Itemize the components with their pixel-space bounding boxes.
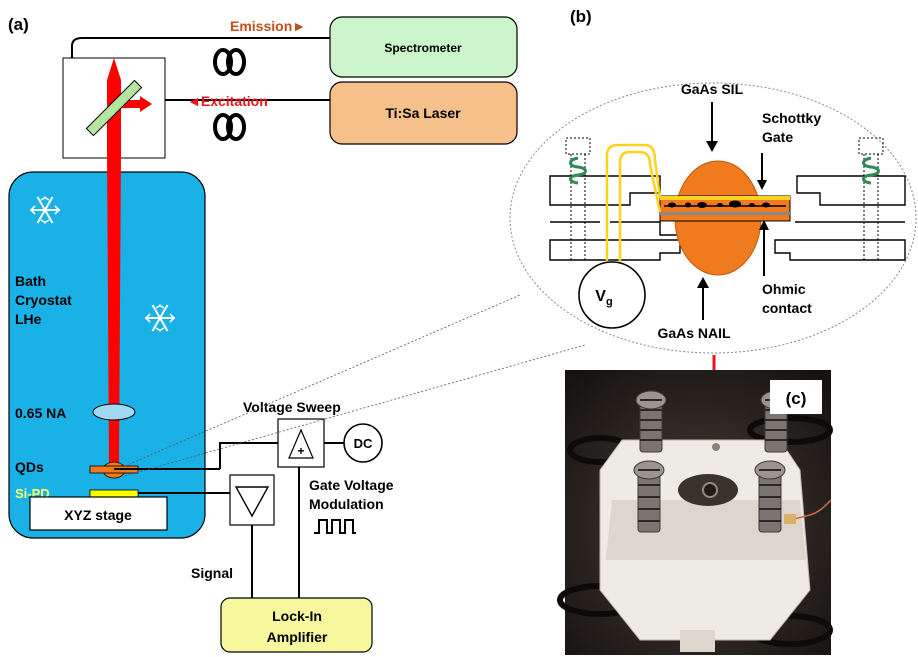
gate-modulation-label-1: Gate Voltage [309,477,394,493]
vg-label: Vg [595,288,612,308]
emission-fiber [71,37,330,60]
laser-label: Ti:Sa Laser [385,105,461,121]
excitation-label: ◄Excitation [187,93,268,109]
preamp-box [229,474,275,526]
gate-modulation-label-2: Modulation [309,496,384,512]
panel-c-label-box [770,380,822,414]
ohmic-contact-label-1: Ohmic [762,281,806,297]
ohmic-layer [660,212,790,215]
nail-arrowhead [697,277,709,288]
gaas-sil-label: GaAs SIL [681,81,744,97]
adder-plus-icon: + [297,444,304,458]
dc-source [343,423,383,463]
objective-lens [92,403,136,421]
spectrometer-label: Spectrometer [384,41,462,55]
schottky-layer [660,196,790,200]
emission-label: Emission► [230,18,306,34]
fiber-coil-icon [213,48,246,76]
gate-wire-inner [618,150,662,282]
ohmic-contact-label-2: contact [762,300,812,316]
sil-arrowhead [706,141,718,152]
lock-in-label-2: Amplifier [267,629,328,645]
cryostat-label-line-1: Bath [15,273,46,289]
cryostat-label-line-2: Cryostat [15,292,72,308]
schottky-gate-label-2: Gate [762,129,793,145]
voltage-adder-box [277,418,325,468]
beamsplitter-plate [85,79,143,137]
cryostat-label-line-3: LHe [15,311,42,327]
panel-c-label: (c) [786,389,807,408]
gate-wire-outer [605,143,662,285]
spring-icon [569,156,587,185]
cryostat [8,171,206,539]
triangle-amplifier-icon [234,486,270,518]
xyz-stage-label: XYZ stage [64,507,132,523]
si-pd [89,489,139,498]
na-label: 0.65 NA [15,405,66,421]
lock-in-box [220,597,373,653]
laser-box [329,81,518,145]
gate-lead [219,442,278,469]
laser-beam [107,58,121,476]
sample-holder-photo [557,370,833,655]
square-wave-icon [314,519,356,534]
qds-label: QDs [15,459,44,475]
dc-label: DC [354,436,373,451]
vg-source [578,261,646,329]
ohmic-arrowhead [759,220,769,230]
xyz-stage [29,496,168,531]
signal-label: Signal [191,565,233,581]
panel-a-label: (a) [8,15,29,34]
schottky-gate-label-1: Schottky [762,110,821,126]
adder-triangle-icon [288,428,314,459]
gaas-nail-label: GaAs NAIL [657,325,731,341]
voltage-sweep-label: Voltage Sweep [243,399,341,415]
qd-bumps [668,200,770,208]
spectrometer-box [329,16,518,78]
lock-in-label-1: Lock-In [272,608,322,624]
sample-layer [659,195,791,222]
fiber-coil-icon [213,113,246,141]
schottky-arrowhead [757,180,767,190]
spring-icon [862,156,880,185]
panel-b-label: (b) [570,7,592,26]
